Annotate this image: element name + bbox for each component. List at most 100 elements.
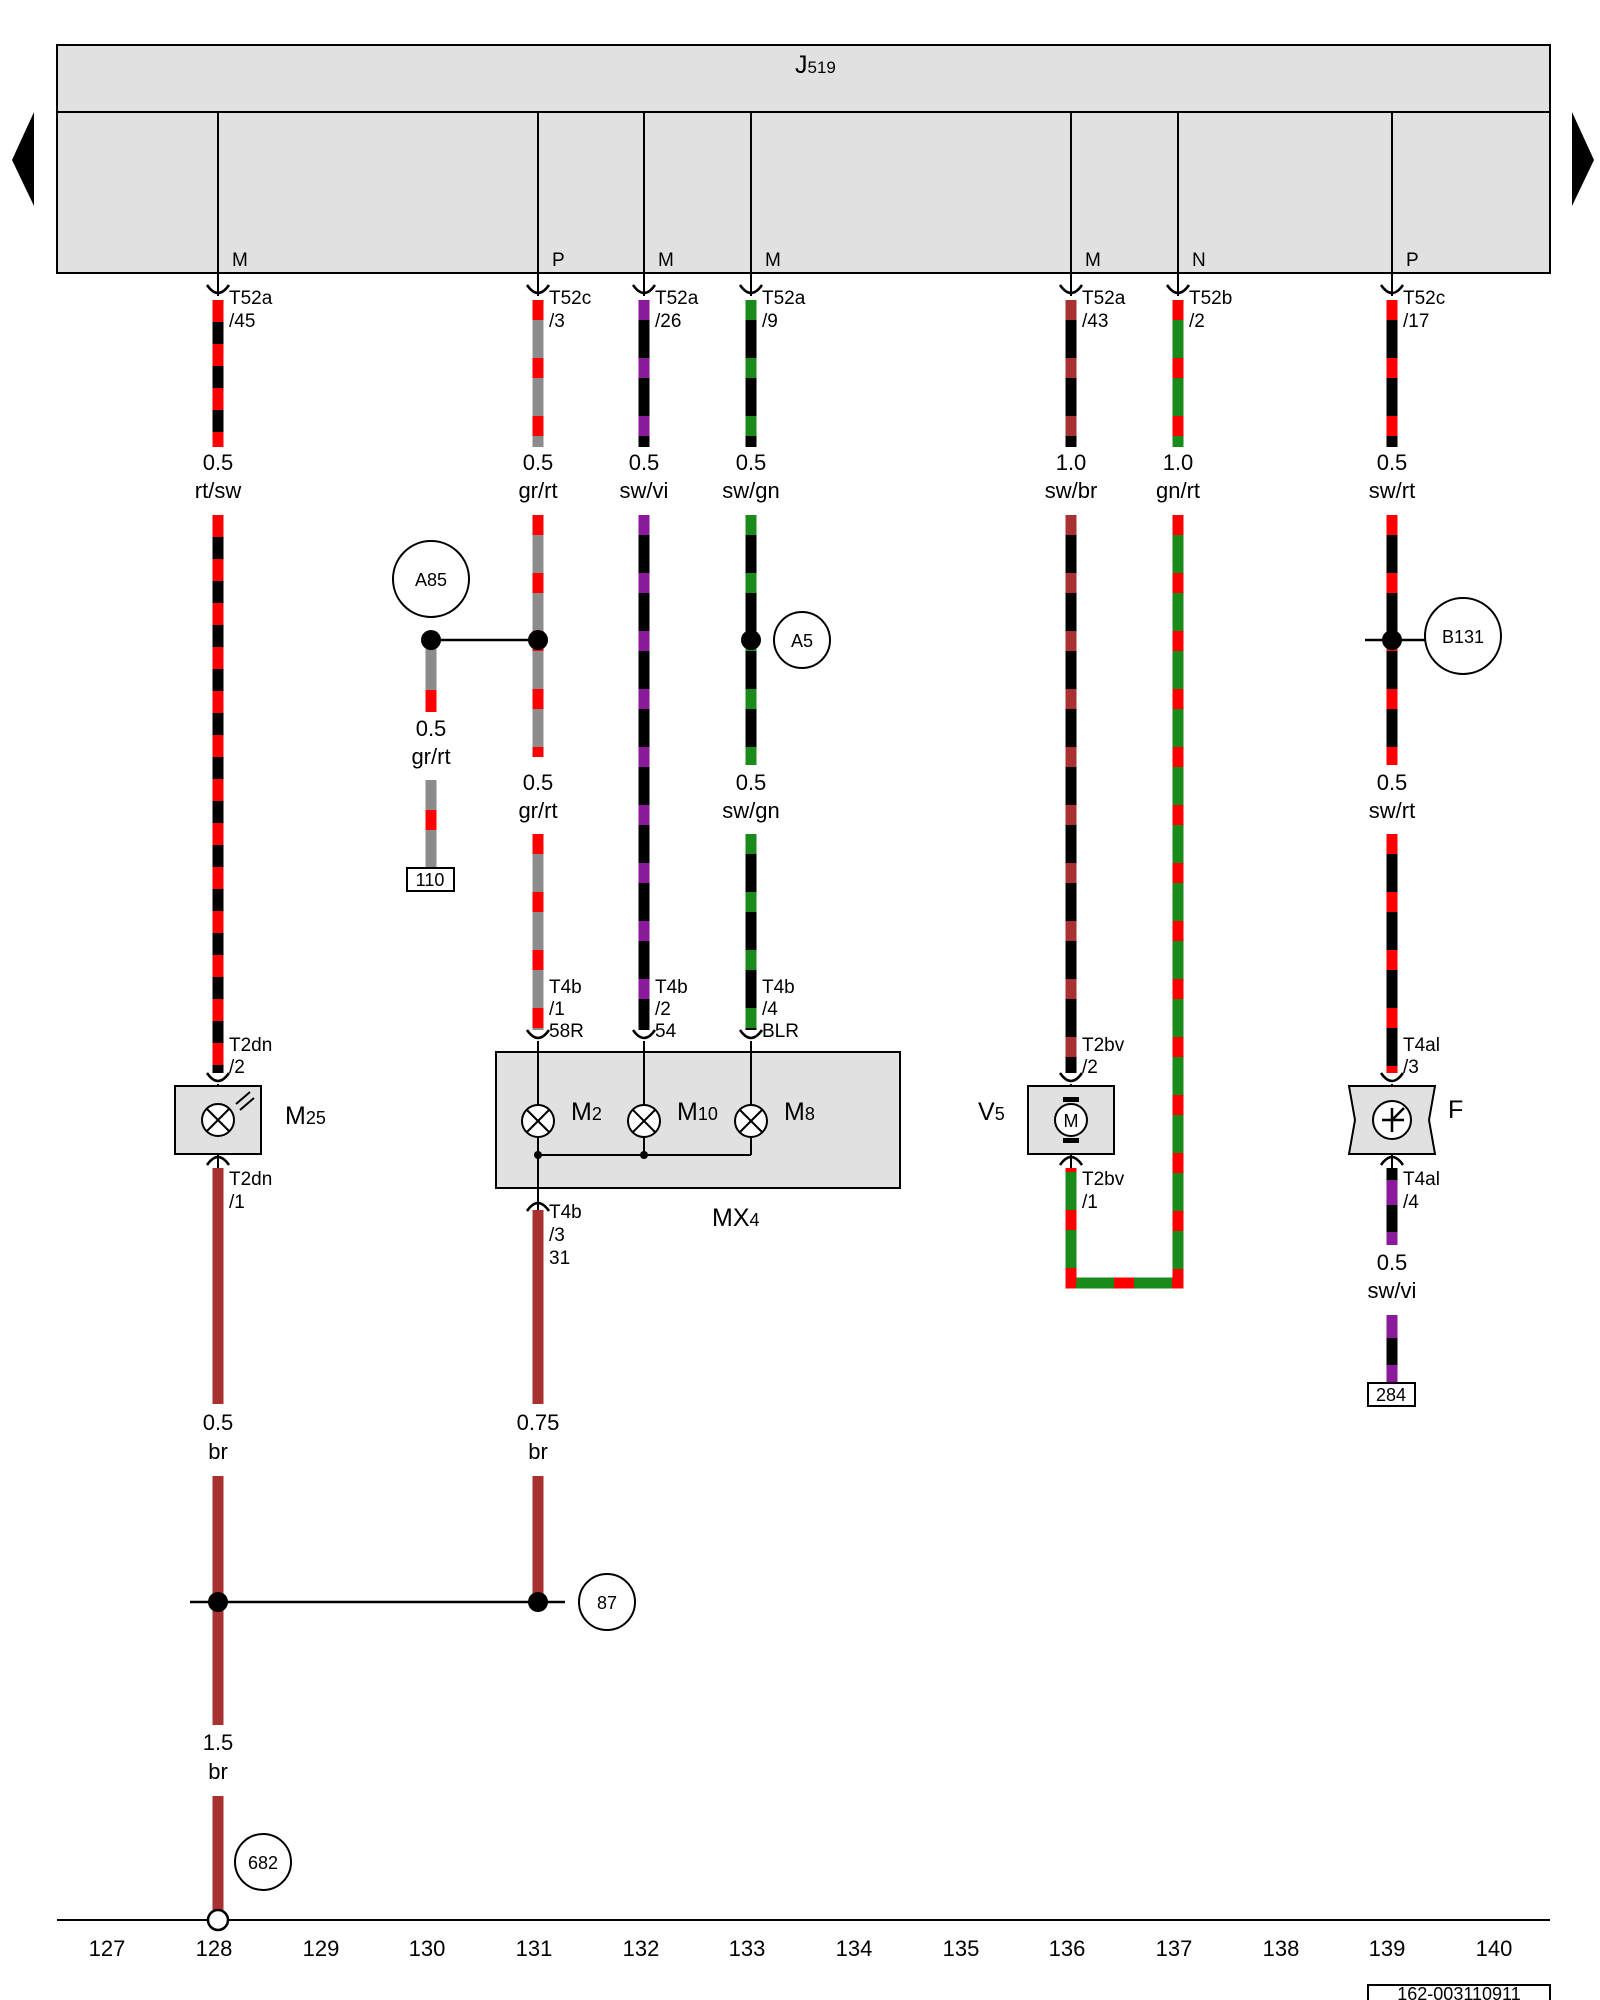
circle-reference-labels: A85 A5 B131 87 682: [248, 570, 1484, 1873]
motor-symbol: M: [1064, 1111, 1079, 1131]
connector-label: /1: [549, 999, 565, 1020]
circle-ref: [392, 540, 470, 618]
connector-label: T4al: [1403, 1169, 1440, 1190]
wire-color: br: [208, 1439, 228, 1464]
pin-codes: M P M M M N P: [232, 250, 1419, 271]
column-number: 140: [1476, 1936, 1513, 1961]
connector-label: /17: [1403, 311, 1429, 332]
wire-color: sw/rt: [1369, 798, 1415, 823]
pin-code: M: [232, 250, 248, 271]
wire-labels-mid: 0.5 gr/rt 0.5 gr/rt 0.5 sw/gn 0.5 sw/rt: [411, 716, 1415, 823]
wire-size: 0.5: [523, 450, 554, 475]
m25-label: M25: [285, 1102, 326, 1130]
mx4-component: T4b /1 58R T4b /2 54 T4b /4 BLR T4b /3 3…: [495, 977, 901, 1269]
connector-label: /3: [549, 1225, 565, 1246]
junction-dot: [528, 630, 548, 650]
wire-size: 0.5: [1377, 770, 1408, 795]
previous-page-arrow-icon[interactable]: [12, 112, 34, 206]
connector-label: /4: [1403, 1192, 1419, 1213]
connector-label: 31: [549, 1248, 570, 1269]
pin-code: M: [765, 250, 781, 271]
column-number: 134: [836, 1936, 873, 1961]
circle-ref: [1424, 597, 1502, 675]
junction-dot: [421, 630, 441, 650]
doc-id: 162-003110911: [1397, 1984, 1520, 2000]
circle-label-a5: A5: [791, 631, 813, 651]
column-number: 139: [1369, 1936, 1406, 1961]
junction-dot: [741, 630, 761, 650]
circle-label-a85: A85: [415, 570, 447, 590]
circle-label-682: 682: [248, 1853, 278, 1873]
wire-color: sw/br: [1045, 478, 1098, 503]
doc-id-box: [1367, 1984, 1551, 2000]
mx4-box: [495, 1051, 901, 1189]
connector-label: /3: [549, 311, 565, 332]
wire-gn-rt: [1065, 300, 1184, 1289]
connector-label: T52b: [1189, 288, 1232, 309]
connector-label: /3: [1403, 1057, 1419, 1078]
column-number: 129: [303, 1936, 340, 1961]
connector-label: T4b: [655, 977, 688, 998]
junction-dot: [208, 1592, 228, 1612]
v5-label: V5: [978, 1098, 1005, 1126]
ref-box-284: [1367, 1382, 1416, 1407]
m25-component: T2dn /2 T2dn /1 M25: [174, 1035, 326, 1213]
column-number: 128: [196, 1936, 233, 1961]
top-connector-stems: [217, 273, 1393, 296]
connector-label: /4: [762, 999, 778, 1020]
wire-size: 0.5: [416, 716, 447, 741]
m8-label: M8: [784, 1098, 815, 1126]
connector-label: T52a: [762, 288, 806, 309]
next-page-arrow-icon[interactable]: [1572, 112, 1594, 206]
connector-label: T2bv: [1082, 1035, 1125, 1056]
wire-size: 0.5: [629, 450, 660, 475]
junction-dot: [528, 1592, 548, 1612]
wire-color: gr/rt: [518, 478, 557, 503]
column-number: 131: [516, 1936, 553, 1961]
ref-box-label-110: 110: [416, 870, 445, 890]
connector-label: /43: [1082, 311, 1108, 332]
motor-icon: [1054, 1103, 1088, 1137]
connector-label: T4al: [1403, 1035, 1440, 1056]
connector-label: T52a: [229, 288, 273, 309]
column-number: 127: [89, 1936, 126, 1961]
connector-label: BLR: [762, 1021, 799, 1042]
wire-size: 0.5: [736, 450, 767, 475]
wire-size: 0.5: [523, 770, 554, 795]
column-number: 138: [1263, 1936, 1300, 1961]
wire-size: 0.75: [517, 1410, 560, 1435]
connector-label: /2: [655, 999, 671, 1020]
wire-color: gn/rt: [1156, 478, 1200, 503]
f-component: T4al /3 T4al /4 F: [1347, 1035, 1463, 1213]
circle-ref: [234, 1833, 292, 1891]
top-connector-labels: T52a /45 T52c /3 T52a /26 T52a /9 T52a /…: [229, 288, 1445, 332]
control-unit-body: [56, 111, 1551, 274]
connector-label: T4b: [762, 977, 795, 998]
wire-color: br: [528, 1439, 548, 1464]
wire-color: br: [208, 1759, 228, 1784]
pin-code: P: [1406, 250, 1419, 271]
connector-label: /9: [762, 311, 778, 332]
wire-gr-rt-branch: [425, 638, 538, 868]
connector-label: 58R: [549, 1021, 584, 1042]
connector-label: /26: [655, 311, 681, 332]
pin-code: M: [1085, 250, 1101, 271]
light-rays-icon: [235, 1091, 255, 1111]
circle-ref: [578, 1573, 636, 1631]
m2-label: M2: [571, 1098, 602, 1126]
wire-color: sw/vi: [1368, 1278, 1417, 1303]
ref-box-label-284: 284: [1376, 1385, 1406, 1405]
connector-label: T4b: [549, 1202, 582, 1223]
wire-size: 0.5: [736, 770, 767, 795]
connector-label: T2bv: [1082, 1169, 1125, 1190]
wire-labels-low: 0.5 br 0.75 br 0.5 sw/vi 1.5 br: [203, 1250, 1417, 1784]
wire-color: rt/sw: [195, 478, 242, 503]
wire-color: sw/rt: [1369, 478, 1415, 503]
circle-ref: [773, 611, 831, 669]
circle-label-87: 87: [597, 1593, 617, 1613]
junction-dot: [1382, 630, 1402, 650]
m10-label: M10: [677, 1098, 718, 1126]
column-number: 133: [729, 1936, 766, 1961]
wire-color: sw/gn: [722, 478, 779, 503]
circle-references: [234, 540, 1502, 1891]
